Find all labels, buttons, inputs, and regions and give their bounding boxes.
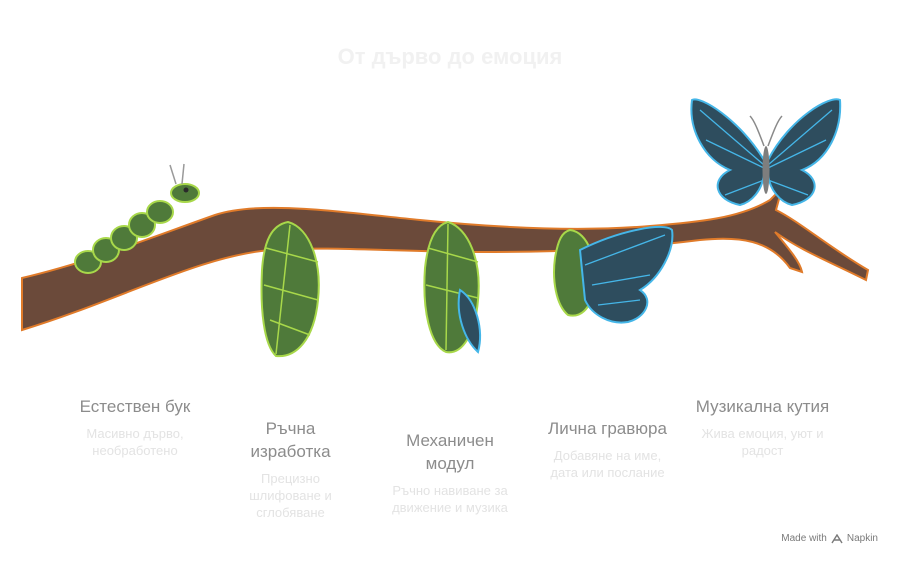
stage-personal-engraving: Лична гравюра Добавяне на име, дата или …: [540, 417, 675, 481]
made-with-label: Made with: [781, 533, 827, 544]
butterfly-emerging: [553, 225, 674, 324]
butterfly-complete: [690, 98, 842, 207]
stage-heading: Музикална кутия: [695, 397, 830, 416]
stage-description: Ръчно навиване за движение и музика: [392, 483, 508, 515]
stage-description: Добавяне на име, дата или послание: [550, 448, 665, 480]
stage-handcraft: Ръчна изработка Прецизно шлифоване и сгл…: [228, 417, 353, 521]
stage-music-box: Музикална кутия Жива емоция, уют и радос…: [695, 395, 830, 459]
stage-heading: Механичен модул: [406, 431, 494, 473]
stage-heading: Естествен бук: [79, 397, 191, 416]
cocoon-emerging-wing: [423, 220, 481, 354]
caterpillar: [74, 163, 200, 274]
diagram-title: От дърво до емоция: [337, 44, 563, 69]
stage-natural-beech: Естествен бук Масивно дърво, необработен…: [60, 395, 210, 459]
stage-description: Масивно дърво, необработено: [86, 426, 184, 458]
napkin-brand: Napkin: [846, 533, 878, 544]
cocoon-plain: [260, 220, 320, 358]
stage-mechanical-module: Механичен модул Ръчно навиване за движен…: [380, 429, 520, 516]
stage-description: Прецизно шлифоване и сглобяване: [249, 471, 332, 520]
stage-description: Жива емоция, уют и радост: [701, 426, 824, 458]
stage-heading: Лична гравюра: [548, 419, 667, 438]
tree-branch: [21, 184, 870, 332]
stage-heading: Ръчна изработка: [250, 419, 331, 461]
napkin-logo-icon: [831, 533, 843, 543]
made-with-napkin: Made with Napkin: [781, 533, 878, 544]
